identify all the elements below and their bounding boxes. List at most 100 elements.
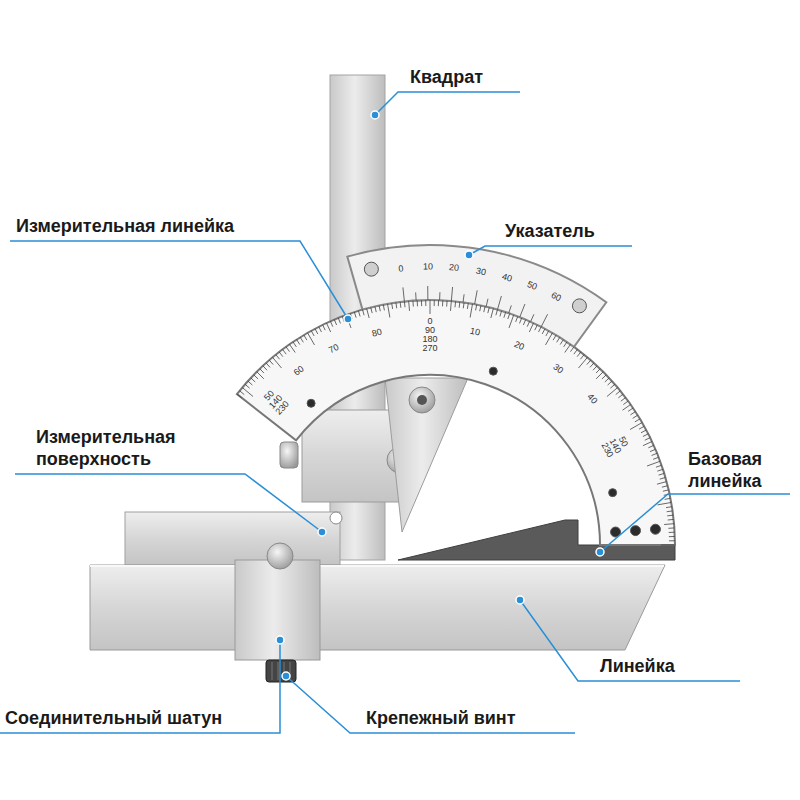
- tick: [570, 347, 574, 352]
- tick: [467, 303, 469, 309]
- tick: [240, 391, 245, 395]
- tick: [451, 287, 452, 301]
- part-label: Квадрат: [410, 66, 483, 88]
- part-label: Измерительная линейка: [16, 215, 234, 237]
- leader-lines: [0, 92, 790, 733]
- tick: [488, 307, 489, 313]
- tick: [669, 540, 675, 541]
- clamp-block: [302, 410, 400, 502]
- tick: [446, 301, 447, 307]
- tick: [667, 510, 673, 512]
- tick: [553, 335, 556, 340]
- tick: [442, 300, 443, 306]
- tick: [666, 506, 672, 508]
- tick: [546, 333, 553, 345]
- tick: [362, 309, 364, 315]
- tick: [593, 366, 597, 370]
- tick: [463, 302, 465, 308]
- connecting-rod: [235, 560, 320, 660]
- tick: [500, 311, 502, 317]
- screw: [650, 524, 660, 534]
- vernier-scale: [347, 245, 606, 347]
- screw-knurl: [278, 662, 279, 680]
- tick: [652, 453, 658, 455]
- tick: [659, 473, 665, 475]
- leader-dots: [276, 111, 604, 680]
- tick: [623, 401, 628, 405]
- leader-line: [375, 92, 520, 115]
- part-label: Указатель: [505, 220, 595, 242]
- tick: [459, 302, 461, 308]
- v-bracket: [385, 378, 468, 532]
- tick: [531, 314, 534, 321]
- leader-line: [15, 474, 322, 532]
- tick: [371, 307, 372, 313]
- part-label: Линейка: [600, 655, 675, 677]
- leader-dot: [371, 111, 379, 119]
- leader-dot: [318, 528, 326, 536]
- tick: [509, 305, 512, 313]
- tick: [480, 305, 481, 311]
- tick: [475, 290, 478, 304]
- ruler-edge: [90, 565, 664, 567]
- tick: [580, 355, 584, 360]
- tick: [669, 532, 675, 533]
- tick: [669, 536, 675, 537]
- tick: [523, 319, 525, 325]
- tick: [668, 519, 674, 521]
- tick: [417, 300, 418, 306]
- tick: [260, 369, 264, 373]
- tick: [660, 477, 666, 479]
- leader-line: [520, 600, 740, 681]
- tick: [668, 527, 674, 528]
- tick: [504, 312, 506, 318]
- tick: [608, 381, 612, 385]
- tick: [430, 300, 431, 314]
- tick: [300, 337, 303, 342]
- tick: [647, 461, 660, 466]
- tick: [643, 434, 648, 437]
- tick: [662, 486, 668, 487]
- tick: [590, 363, 594, 367]
- tick: [273, 357, 282, 368]
- tick: [635, 419, 640, 422]
- tick: [427, 286, 428, 300]
- leader-line: [10, 241, 348, 319]
- screw: [489, 367, 497, 375]
- tick: [330, 321, 332, 326]
- vernier-number: 0: [398, 264, 404, 273]
- tick: [358, 311, 360, 317]
- tick: [237, 394, 242, 398]
- vernier-ticks: [403, 286, 548, 327]
- tick: [338, 318, 340, 324]
- tick: [560, 340, 563, 345]
- tick: [439, 292, 440, 300]
- tick: [334, 319, 336, 325]
- leader-dot: [344, 315, 352, 323]
- tick: [645, 438, 650, 441]
- tick: [293, 342, 296, 347]
- tick: [276, 355, 280, 360]
- tick: [520, 304, 525, 317]
- screw: [609, 489, 617, 497]
- tick: [254, 375, 258, 379]
- main-ruler: [90, 565, 665, 650]
- bracket-screw: [417, 395, 427, 405]
- tick: [412, 301, 413, 307]
- part-label: Базовая линейка: [688, 448, 788, 492]
- leader-dot: [276, 636, 284, 644]
- tick: [529, 323, 533, 332]
- tick: [667, 515, 673, 517]
- tick: [628, 408, 633, 411]
- rod-knob: [267, 543, 293, 569]
- measuring-ruler: [125, 512, 340, 565]
- tick: [541, 314, 547, 326]
- tick: [498, 296, 502, 309]
- screw-knurl: [272, 662, 273, 680]
- main-scale: [237, 300, 675, 545]
- tick: [491, 308, 494, 318]
- tick: [610, 384, 615, 388]
- tick: [269, 360, 273, 365]
- tick: [248, 381, 252, 385]
- tick: [623, 404, 631, 410]
